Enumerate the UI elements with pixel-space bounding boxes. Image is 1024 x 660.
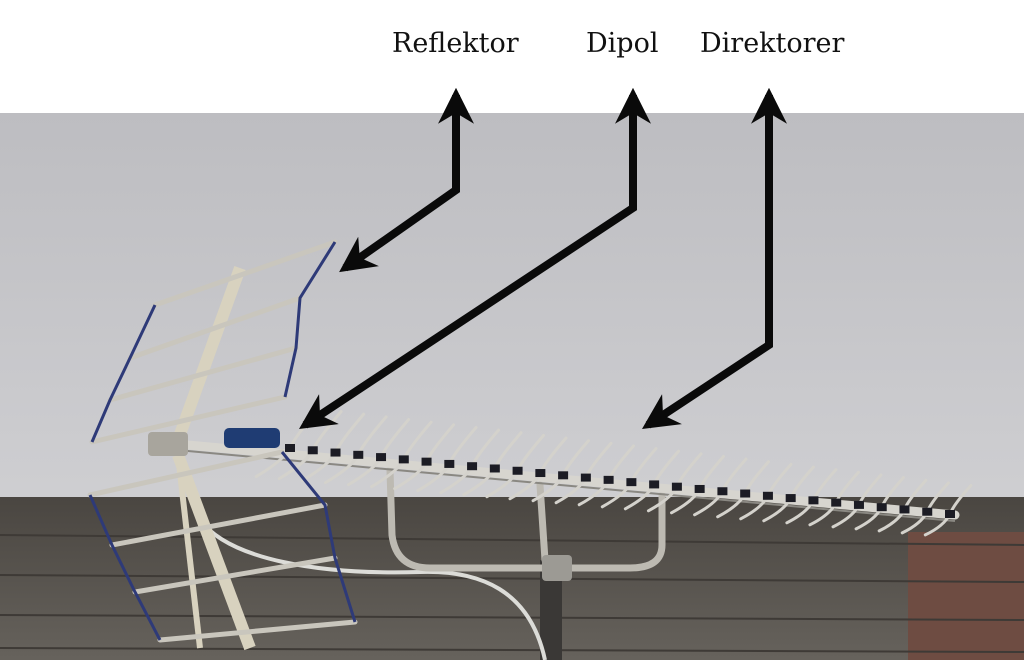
label-reflektor: Reflektor — [392, 28, 519, 59]
director-insulator — [444, 459, 455, 468]
reflector — [87, 239, 358, 651]
director-insulator — [649, 480, 660, 489]
director-elements — [254, 407, 973, 537]
director-insulator — [512, 466, 523, 475]
director-insulator — [694, 484, 705, 493]
cable — [198, 518, 547, 660]
director-insulator — [853, 500, 864, 509]
director-insulator — [626, 478, 637, 487]
director-insulator — [740, 489, 751, 498]
director-insulator — [876, 503, 887, 512]
director-insulator — [558, 471, 569, 480]
label-direktorer: Direktorer — [700, 28, 845, 59]
director-insulator — [808, 496, 819, 505]
mast — [540, 560, 562, 660]
director-insulator — [285, 444, 295, 452]
annotation-arrows — [298, 87, 787, 429]
director-insulator — [762, 491, 773, 500]
director-insulator — [376, 453, 387, 462]
director-insulator — [307, 446, 318, 455]
director-insulator — [785, 494, 796, 503]
label-dipol: Dipol — [586, 28, 659, 59]
director-insulator — [922, 507, 933, 516]
director-insulator — [603, 475, 614, 484]
director-insulator — [467, 462, 478, 471]
director-insulator — [945, 510, 955, 518]
arrow-direktorer — [641, 87, 787, 429]
arrow-dipol — [298, 87, 651, 429]
director-insulator — [580, 473, 591, 482]
director-insulator — [421, 457, 432, 466]
director-insulator — [489, 464, 500, 473]
director-insulator — [353, 450, 364, 459]
director-insulator — [831, 498, 842, 507]
director-insulator — [330, 448, 341, 457]
wall — [0, 497, 1024, 660]
director-insulator — [899, 505, 910, 514]
director-insulator — [671, 482, 682, 491]
director-insulator — [398, 455, 409, 464]
director-insulator — [535, 469, 546, 478]
director-insulator — [717, 487, 728, 496]
